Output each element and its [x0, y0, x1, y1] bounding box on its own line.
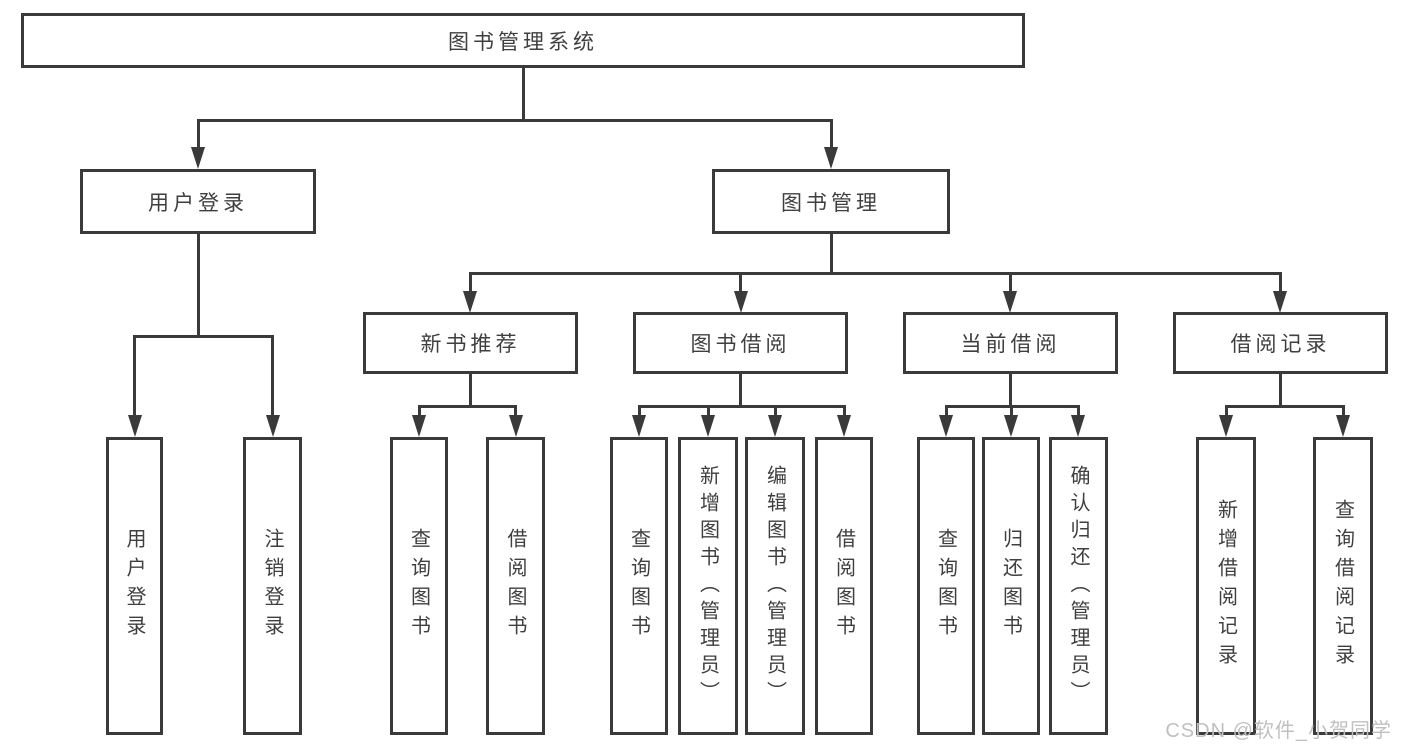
connector-line-vertical	[829, 234, 833, 275]
connector-line-horizontal	[468, 271, 1282, 275]
connector-line-horizontal	[944, 404, 1080, 408]
arrowhead-down-icon	[1003, 291, 1017, 313]
connector-line-vertical	[944, 406, 948, 415]
node-user-login-label: 用户登录	[148, 191, 248, 215]
leaf-return-book: 归还图书	[982, 437, 1040, 735]
arrowhead-down-icon	[463, 291, 477, 313]
leaf-return-book-label: 归还图书	[999, 528, 1022, 644]
connector-line-vertical	[829, 120, 833, 147]
leaf-user-login-label: 用户登录	[123, 528, 145, 644]
connector-line-vertical	[637, 406, 641, 415]
leaf-borrow-books-2: 借阅图书	[815, 437, 873, 735]
leaf-edit-book-admin-label: 编辑图书（管理员）	[763, 464, 786, 708]
connector-line-vertical	[196, 120, 200, 147]
leaf-confirm-return-admin-label: 确认归还（管理员）	[1067, 464, 1089, 708]
leaf-add-borrow-record: 新增借阅记录	[1196, 437, 1256, 735]
arrowhead-down-icon	[733, 291, 748, 313]
leaf-query-books-1: 查询图书	[390, 437, 448, 735]
node-user-login: 用户登录	[80, 169, 316, 234]
leaf-add-borrow-record-label: 新增借阅记录	[1214, 499, 1237, 673]
leaf-borrow-books-2-label: 借阅图书	[832, 528, 855, 644]
node-new-book-recommend-label: 新书推荐	[420, 333, 521, 356]
connector-line-vertical	[1009, 374, 1012, 408]
leaf-user-login: 用户登录	[106, 437, 163, 735]
node-root: 图书管理系统	[21, 13, 1025, 68]
arrowhead-down-icon	[768, 415, 782, 437]
leaf-query-books-2-label: 查询图书	[627, 528, 650, 644]
connector-line-horizontal	[637, 404, 846, 408]
connector-line-vertical	[133, 336, 136, 415]
arrowhead-down-icon	[1273, 291, 1287, 313]
connector-line-vertical	[1224, 406, 1228, 415]
connector-line-horizontal	[417, 404, 517, 408]
leaf-query-borrow-record: 查询借阅记录	[1313, 437, 1373, 735]
connector-line-vertical	[1341, 406, 1345, 415]
connector-line-vertical	[417, 406, 421, 415]
leaf-add-book-admin-label: 新增图书（管理员）	[696, 464, 719, 708]
connector-line-vertical	[514, 406, 517, 415]
node-new-book-recommend: 新书推荐	[363, 312, 578, 374]
connector-line-vertical	[1278, 273, 1282, 291]
arrowhead-down-icon	[1004, 415, 1018, 437]
node-borrow-records: 借阅记录	[1173, 312, 1388, 374]
connector-line-vertical	[842, 406, 846, 415]
leaf-query-borrow-record-label: 查询借阅记录	[1331, 499, 1354, 673]
arrowhead-down-icon	[701, 415, 715, 437]
node-book-management-label: 图书管理	[781, 191, 881, 215]
leaf-query-books-1-label: 查询图书	[407, 528, 430, 644]
arrowhead-down-icon	[939, 415, 953, 437]
leaf-add-book-admin: 新增图书（管理员）	[678, 437, 738, 735]
connector-line-vertical	[773, 406, 777, 415]
leaf-query-books-3-label: 查询图书	[934, 528, 957, 644]
node-borrow-records-label: 借阅记录	[1230, 333, 1331, 356]
leaf-logout-label: 注销登录	[261, 528, 283, 644]
connector-line-horizontal	[133, 334, 274, 338]
node-current-borrow: 当前借阅	[903, 312, 1118, 374]
connector-line-vertical	[739, 374, 742, 408]
node-book-management: 图书管理	[712, 169, 950, 234]
node-book-borrow-label: 图书借阅	[690, 333, 791, 356]
arrowhead-down-icon	[127, 415, 142, 437]
arrowhead-down-icon	[265, 415, 280, 437]
connector-line-vertical	[468, 273, 472, 291]
connector-line-vertical	[1008, 273, 1012, 291]
leaf-borrow-books-1: 借阅图书	[486, 437, 545, 735]
arrowhead-down-icon	[632, 415, 646, 437]
leaf-query-books-3: 查询图书	[917, 437, 975, 735]
connector-line-vertical	[521, 68, 525, 121]
connector-line-vertical	[706, 406, 710, 415]
connector-line-horizontal	[196, 118, 833, 122]
csdn-watermark: CSDN @软件_小贺同学	[1165, 720, 1392, 742]
connector-line-vertical	[469, 374, 472, 408]
arrowhead-down-icon	[837, 415, 851, 437]
connector-line-horizontal	[1224, 404, 1345, 408]
leaf-confirm-return-admin: 确认归还（管理员）	[1049, 437, 1108, 735]
arrowhead-down-icon	[1071, 415, 1085, 437]
node-current-borrow-label: 当前借阅	[960, 333, 1061, 356]
leaf-edit-book-admin: 编辑图书（管理员）	[745, 437, 805, 735]
connector-line-vertical	[1279, 374, 1282, 408]
connector-line-vertical	[1009, 406, 1013, 415]
node-book-borrow: 图书借阅	[633, 312, 848, 374]
leaf-query-books-2: 查询图书	[610, 437, 668, 735]
connector-line-vertical	[739, 273, 742, 291]
arrowhead-down-icon	[1336, 415, 1350, 437]
arrowhead-down-icon	[412, 415, 426, 437]
arrowhead-down-icon	[1219, 415, 1233, 437]
arrowhead-down-icon	[824, 147, 838, 169]
arrowhead-down-icon	[191, 147, 205, 169]
leaf-borrow-books-1-label: 借阅图书	[504, 528, 526, 644]
connector-line-vertical	[271, 336, 274, 415]
connector-line-vertical	[1076, 406, 1080, 415]
connector-line-vertical	[196, 234, 200, 338]
arrowhead-down-icon	[508, 415, 523, 437]
node-root-label: 图书管理系统	[448, 30, 598, 54]
leaf-logout: 注销登录	[243, 437, 302, 735]
